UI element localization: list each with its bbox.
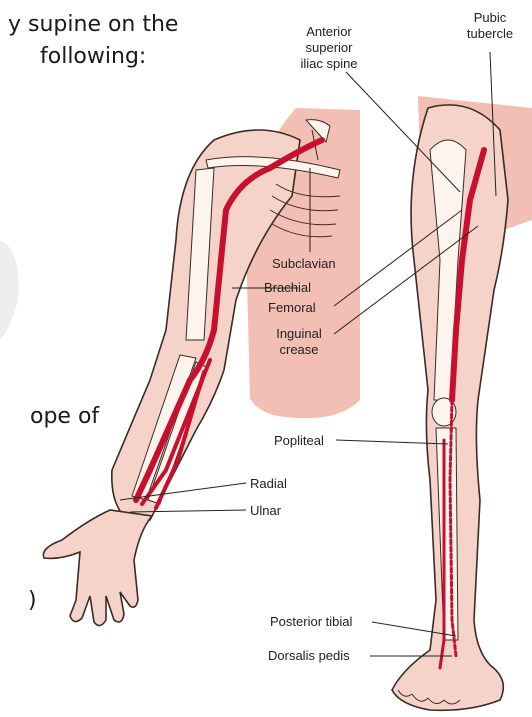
label-anterior-superior-iliac-spine: Anterior superior iliac spine bbox=[294, 24, 364, 72]
label-popliteal: Popliteal bbox=[274, 433, 324, 449]
hand bbox=[43, 510, 152, 626]
label-asis-line-3: iliac spine bbox=[294, 56, 364, 72]
label-asis-line-2: superior bbox=[294, 40, 364, 56]
slide-ornament bbox=[0, 240, 19, 340]
label-dorsalis-pedis: Dorsalis pedis bbox=[268, 648, 350, 664]
label-inguinal-crease: Inguinal crease bbox=[266, 326, 332, 358]
leg bbox=[392, 105, 508, 710]
label-pubic-line-1: Pubic bbox=[454, 10, 526, 26]
label-subclavian: Subclavian bbox=[272, 256, 336, 272]
label-pubic-line-2: tubercle bbox=[454, 26, 526, 42]
label-radial: Radial bbox=[250, 476, 287, 492]
label-pubic-tubercle: Pubic tubercle bbox=[454, 10, 526, 42]
label-asis-line-1: Anterior bbox=[294, 24, 364, 40]
label-femoral: Femoral bbox=[268, 300, 316, 316]
label-inguinal-line-2: crease bbox=[266, 342, 332, 358]
label-posterior-tibial: Posterior tibial bbox=[270, 614, 352, 630]
label-brachial: Brachial bbox=[264, 280, 311, 296]
label-ulnar: Ulnar bbox=[250, 503, 281, 519]
label-inguinal-line-1: Inguinal bbox=[266, 326, 332, 342]
